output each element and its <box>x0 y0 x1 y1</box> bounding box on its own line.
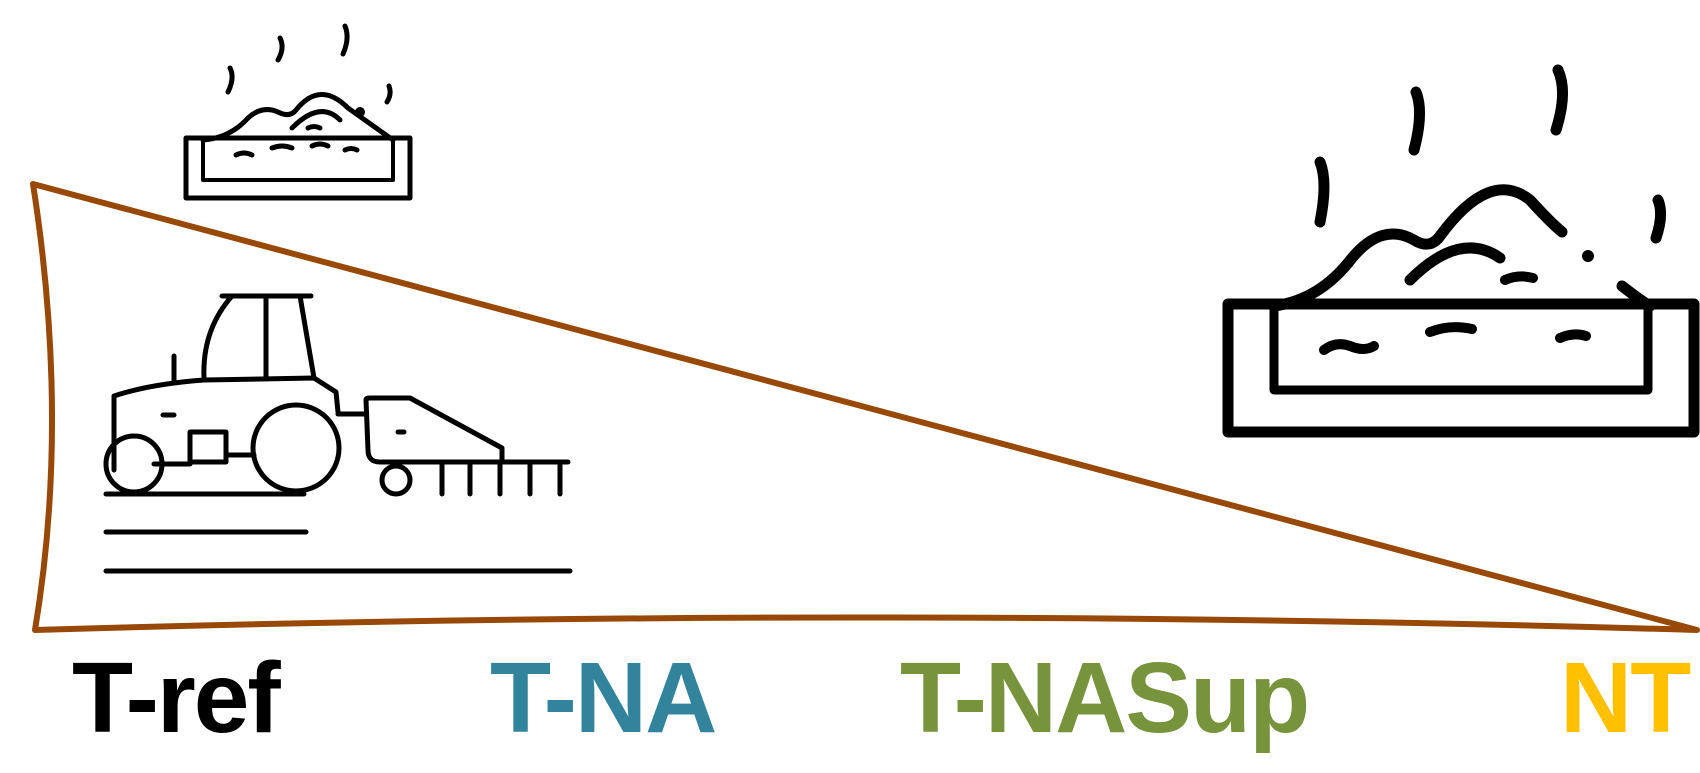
treatment-label-t-nasup: T-NASup <box>900 642 1310 754</box>
treatment-label-nt: NT <box>1560 642 1691 754</box>
tillage-gradient-wedge <box>30 181 1700 633</box>
treatment-label-t-ref: T-ref <box>72 642 281 754</box>
tractor-with-seeder-icon <box>103 293 573 574</box>
manure-pile-icon-small <box>183 23 413 201</box>
treatment-label-t-na: T-NA <box>490 642 717 754</box>
manure-pile-icon-large <box>1222 64 1700 438</box>
